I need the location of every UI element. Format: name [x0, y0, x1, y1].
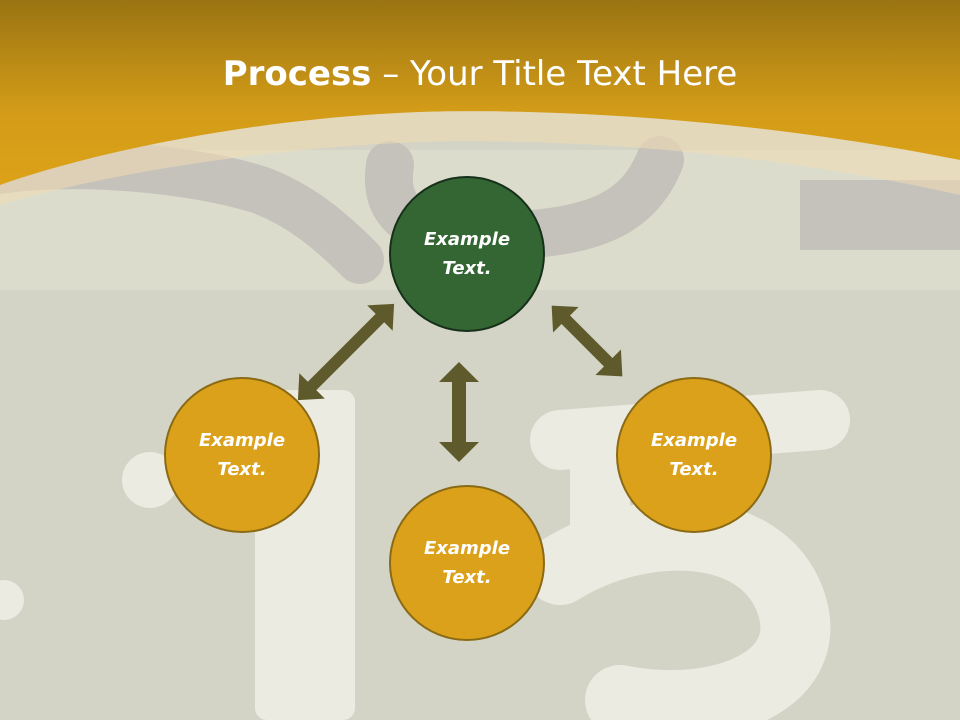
title-bold: Process [222, 54, 372, 94]
node-bottom-label: Example Text. [423, 538, 511, 588]
arrow-top-left [297, 303, 395, 401]
node-left-label: Example Text. [198, 430, 286, 480]
header-band [0, 0, 960, 185]
arrow-vertical [439, 362, 479, 462]
node-top[interactable]: Example Text. [389, 176, 545, 332]
node-right-label: Example Text. [650, 430, 738, 480]
slide-title: Process – Your Title Text Here [0, 52, 960, 96]
node-right[interactable]: Example Text. [616, 377, 772, 533]
node-left[interactable]: Example Text. [164, 377, 320, 533]
node-top-label: Example Text. [423, 229, 511, 279]
header-curve-highlight [0, 111, 960, 205]
title-rest: – Your Title Text Here [371, 54, 738, 94]
arrow-top-right [551, 305, 623, 377]
node-bottom[interactable]: Example Text. [389, 485, 545, 641]
